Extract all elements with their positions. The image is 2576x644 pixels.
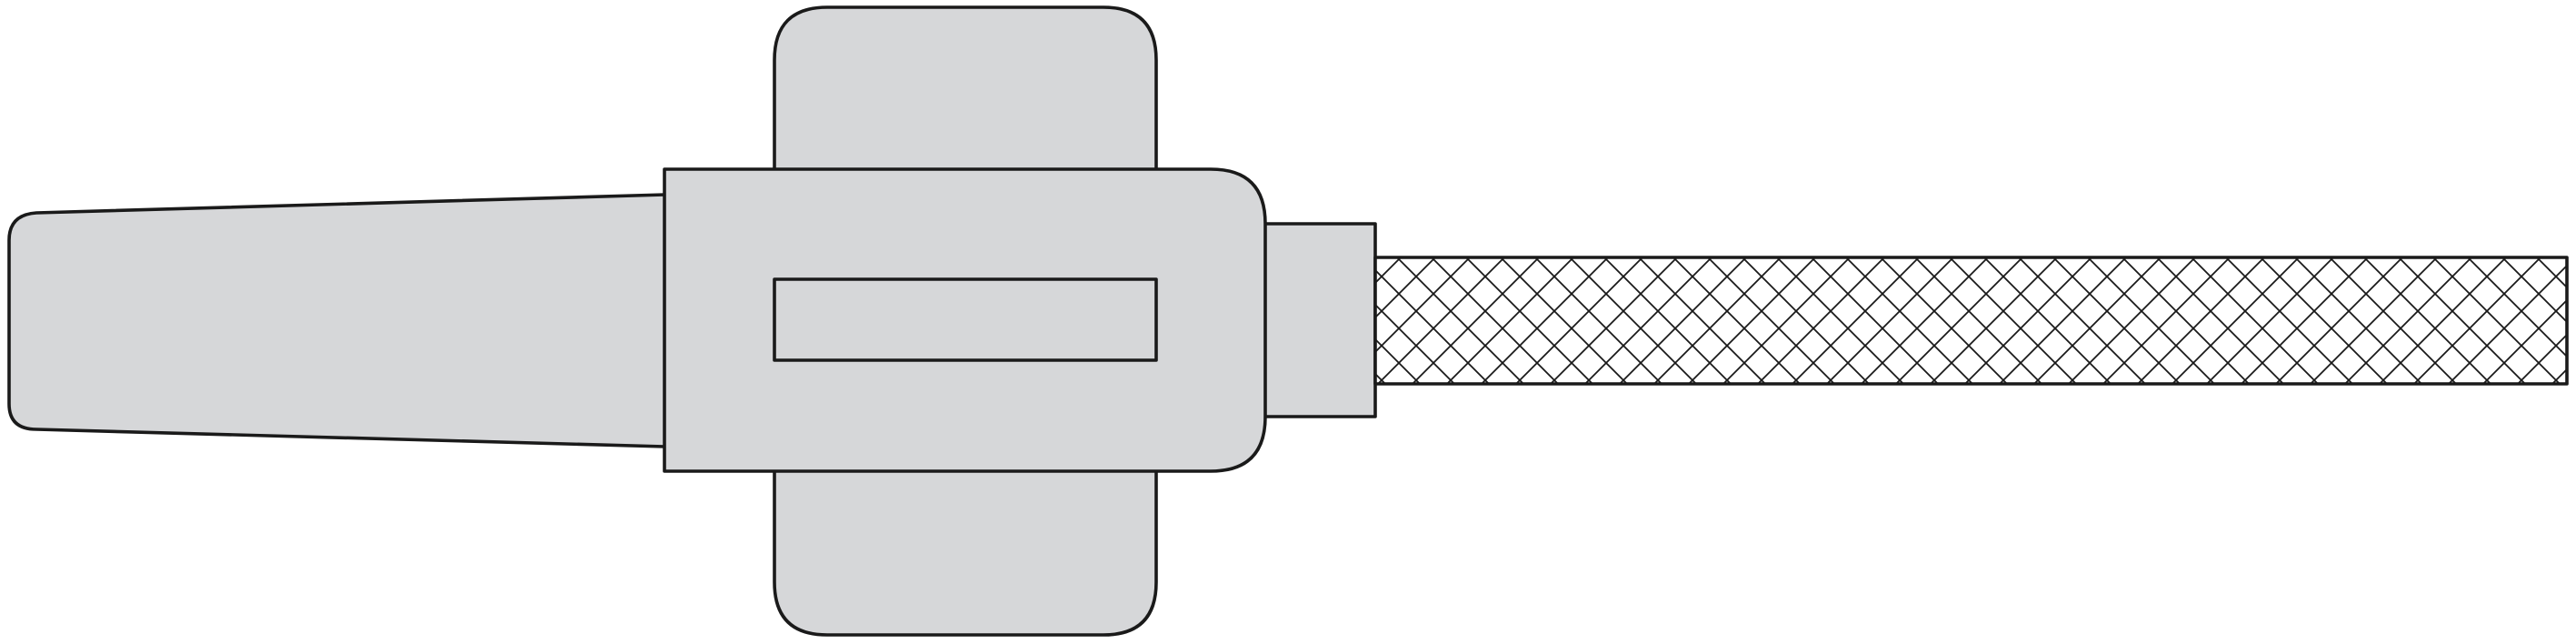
cable-collar (1251, 222, 1377, 418)
tapered-strain-relief (7, 193, 667, 448)
braided-cable (1373, 256, 2569, 386)
top-latch-tab (773, 5, 1158, 173)
housing-window (773, 277, 1158, 362)
bottom-latch-tab (773, 468, 1158, 637)
